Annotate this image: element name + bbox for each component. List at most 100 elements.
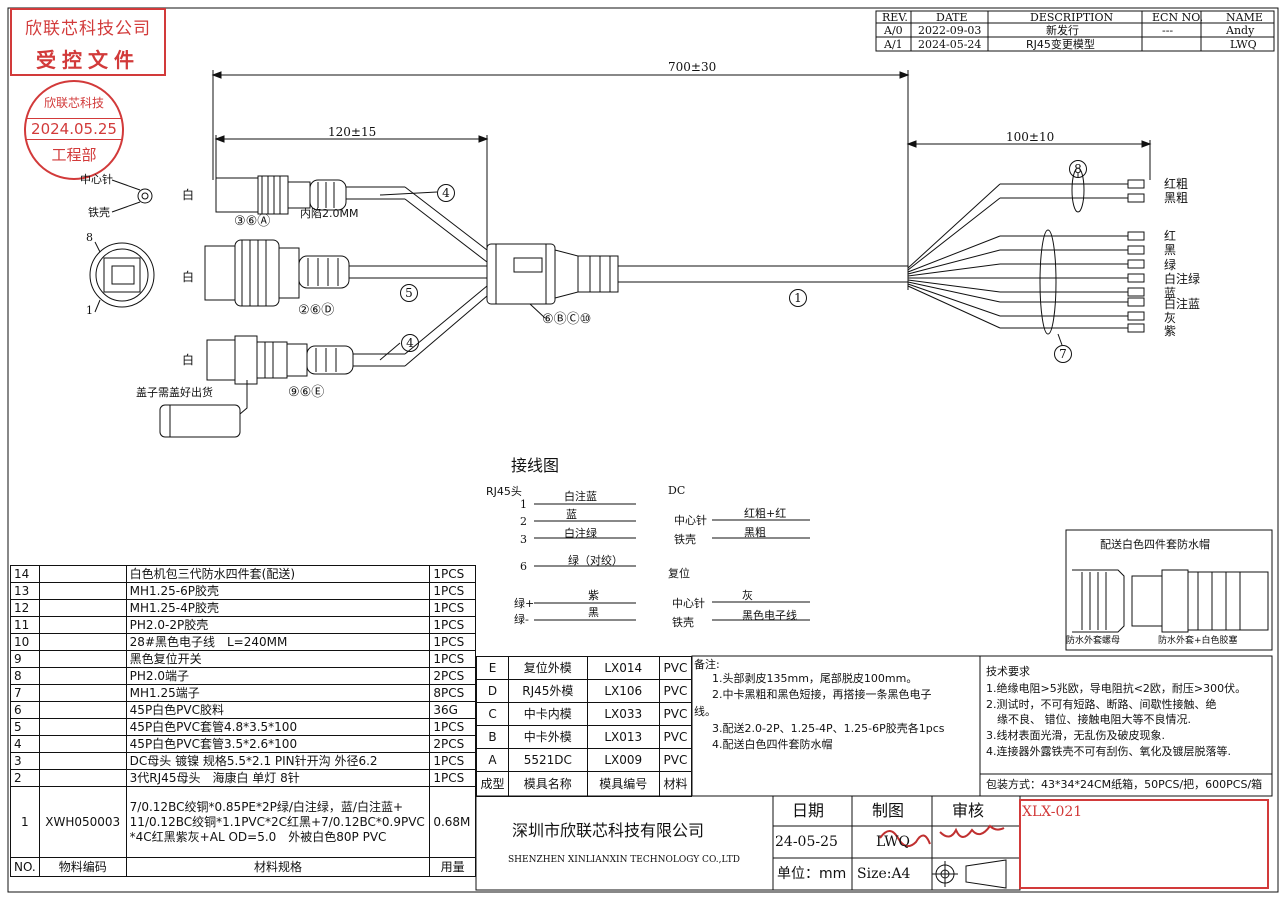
dc-center-label: 中心针	[674, 514, 707, 527]
mold-cell-mat: PVC	[658, 748, 693, 772]
signature-check	[939, 824, 1005, 838]
bom-cell-code	[38, 582, 127, 600]
rj45-callout: ②⑥Ⓓ	[298, 303, 335, 318]
reset-shell-label: 铁壳	[672, 616, 694, 629]
bom-cell-qty: 1PCS	[429, 616, 476, 634]
bom-cell-code	[38, 565, 127, 583]
bom-cell-no: 11	[10, 616, 40, 634]
stamp-date: 2024.05.25	[26, 118, 122, 140]
dc-shell-label: 铁壳	[674, 533, 696, 546]
mold-cell-code: LX014	[586, 656, 660, 680]
check-label: 审核	[952, 801, 985, 820]
label-iron-shell: 铁壳	[88, 206, 110, 219]
bom-cell-spec: MH1.25-4P胶壳	[125, 599, 431, 617]
rev-h-rev: REV.	[882, 11, 908, 24]
mold-cell-code: LX009	[586, 748, 660, 772]
bom-cell-code	[38, 769, 127, 787]
bom-cell-spec: 45P白色PVC套管3.5*2.6*100	[125, 735, 431, 753]
rev-r1-date: 2022-09-03	[918, 24, 982, 37]
stamp-company: 欣联芯科技	[43, 96, 104, 110]
wiring-rj45-head: RJ45头	[486, 485, 522, 498]
unit-label: 单位：mm	[777, 866, 847, 882]
bom-cell-code	[38, 616, 127, 634]
mold-cell-mat: PVC	[658, 702, 693, 726]
mold-cell-mat: PVC	[658, 679, 693, 703]
draw-label: 制图	[872, 801, 905, 820]
dc-connector	[215, 175, 405, 215]
bom-cell-code	[38, 684, 127, 702]
wiring-reset-head: 复位	[668, 567, 690, 580]
mold-cell-name: 复位外模	[508, 656, 588, 680]
reset-connector	[159, 335, 405, 438]
mold-cell-id: B	[475, 725, 510, 749]
wire-label: 黑	[1164, 243, 1177, 257]
bom-cell-qty: 1PCS	[429, 650, 476, 668]
bom-cell-no: 4	[10, 735, 40, 753]
bom-cell-code	[38, 633, 127, 651]
tech-line: 4.连接器外露铁壳不可有刮伤、氧化及镀层脱落等.	[986, 745, 1231, 758]
bom-cell-spec: PH2.0-2P胶壳	[125, 616, 431, 634]
callout-4-bottom: 4	[401, 334, 419, 352]
rev-h-name: NAME	[1226, 11, 1263, 24]
mold-cell-code: LX033	[586, 702, 660, 726]
bom-cell-code	[38, 752, 127, 770]
part-number: XLX-021	[1022, 804, 1083, 820]
bom-cell-spec: MH1.25端子	[125, 684, 431, 702]
rj45-pin-num: 2	[520, 515, 527, 528]
bom-cell-qty: 0.68M	[429, 786, 476, 858]
rev-r1-name: Andy	[1226, 24, 1255, 37]
wire-label: 红粗	[1164, 177, 1189, 191]
cap-note: 盖子需盖好出货	[136, 386, 213, 399]
mold-cell-name: 中卡外模	[508, 725, 588, 749]
label-pin-8: 8	[86, 231, 93, 244]
wiring-dc-head: DC	[668, 484, 686, 497]
bom-spec-line: 11/0.12BC绞铜*1.1PVC*2C红黑+7/0.12BC*0.9PVC	[129, 814, 425, 829]
bom-footer: NO.物料编码材料规格用量	[10, 857, 476, 877]
terminals	[1127, 179, 1145, 333]
sheet-size: Size:A4	[857, 866, 911, 882]
bom-cell-no: 14	[10, 565, 40, 583]
reset-center-value: 灰	[742, 589, 753, 602]
date-value: 24-05-25	[775, 834, 838, 850]
reset-center-label: 中心针	[672, 597, 705, 610]
bom-cell-no: 12	[10, 599, 40, 617]
bom-cell-no: 8	[10, 667, 40, 685]
green-minus: 绿-	[514, 613, 529, 626]
bom-cell-spec: 7/0.12BC绞铜*0.85PE*2P绿/白注绿，蓝/白注蓝+11/0.12B…	[125, 786, 431, 858]
wire-label: 黑粗	[1164, 191, 1189, 205]
mold-cell-id: A	[475, 748, 510, 772]
company-name-cn: 深圳市欣联芯科技有限公司	[512, 821, 705, 840]
bom-cell-spec: 3代RJ45母头 海康白 单灯 8针	[125, 769, 431, 787]
callout-1: 1	[789, 289, 807, 307]
bom-cell-qty: 1PCS	[429, 752, 476, 770]
dc-shell-value: 黑粗	[744, 526, 766, 539]
sheet-border	[7, 7, 1279, 893]
rj45-pin-label: 绿（对绞）	[568, 554, 623, 567]
dc-inner-note: 内陷2.0MM	[300, 207, 359, 220]
bom-cell-no: 2	[10, 769, 40, 787]
black-wire: 黑	[588, 606, 599, 619]
bom-cell-no: 9	[10, 650, 40, 668]
bom-spec-line: 7/0.12BC绞铜*0.85PE*2P绿/白注绿，蓝/白注蓝+	[129, 799, 404, 814]
bom-cell-no: 5	[10, 718, 40, 736]
bom-spec-line: *4C红黑紫灰+AL OD=5.0 外被白色80P PVC	[129, 829, 387, 844]
green-plus: 绿+	[514, 597, 535, 610]
wire-label: 紫	[1164, 324, 1177, 338]
draw-value: LWQ	[876, 834, 910, 850]
label-pin-1: 1	[86, 304, 93, 317]
mold-cell-code: LX106	[586, 679, 660, 703]
bom-cell-qty: 1PCS	[429, 582, 476, 600]
rev-r1-desc: 新发行	[1046, 24, 1079, 37]
mold-cell-id: E	[475, 656, 510, 680]
cap-label-left: 防水外套螺母	[1066, 636, 1121, 646]
